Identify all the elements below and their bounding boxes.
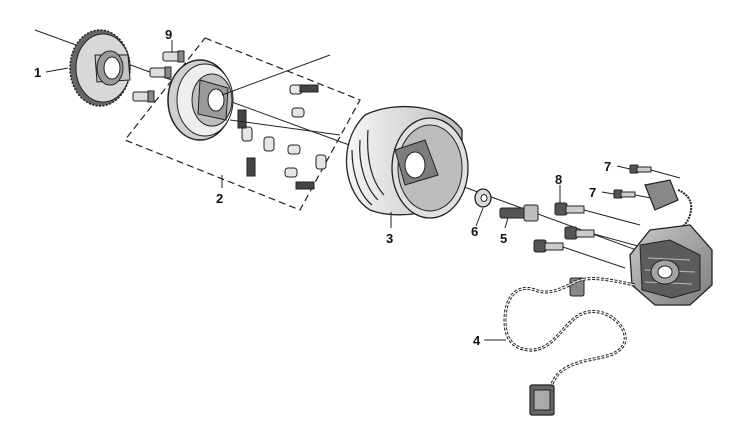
- callout-4: 4: [473, 333, 481, 348]
- bolt-9a: [162, 50, 185, 63]
- stator-bolt-8b: [564, 226, 646, 249]
- callout-8: 8: [555, 172, 562, 187]
- flywheel-bolt: [499, 204, 539, 222]
- clutch-rollers: [241, 84, 327, 178]
- callout-6: 6: [471, 224, 478, 239]
- callout-1: 1: [34, 65, 41, 80]
- callout-3: 3: [386, 231, 393, 246]
- pickup-screw-set-7: [613, 164, 681, 201]
- flywheel-rotor: [345, 105, 469, 219]
- washer: [474, 188, 492, 208]
- stator: [629, 224, 713, 306]
- starter-driven-gear: [69, 29, 131, 107]
- stator-bolt-8c: [533, 239, 626, 269]
- bolt-9b: [149, 66, 172, 79]
- stator-bolt-set-8: [533, 202, 646, 269]
- callout-5: 5: [500, 231, 507, 246]
- starter-clutch-assembly: [124, 37, 361, 211]
- pickup-screw-7a: [629, 164, 681, 179]
- crank-axis: [34, 29, 651, 256]
- callout-7b: 7: [589, 185, 596, 200]
- callout-2: 2: [216, 191, 223, 206]
- pickup-coil: [644, 179, 693, 241]
- callout-7a: 7: [604, 159, 611, 174]
- leader-lines: [45, 40, 631, 341]
- bolt-set-9: [132, 50, 185, 103]
- bolt-9c: [132, 90, 155, 103]
- stator-wiring-harness: [503, 277, 636, 416]
- stator-bolt-8a: [554, 202, 641, 226]
- callout-9: 9: [165, 27, 172, 42]
- callout-labels: 1 2 3 4 5 6 7 7 8 9: [34, 27, 611, 348]
- clutch-springs: [237, 84, 319, 190]
